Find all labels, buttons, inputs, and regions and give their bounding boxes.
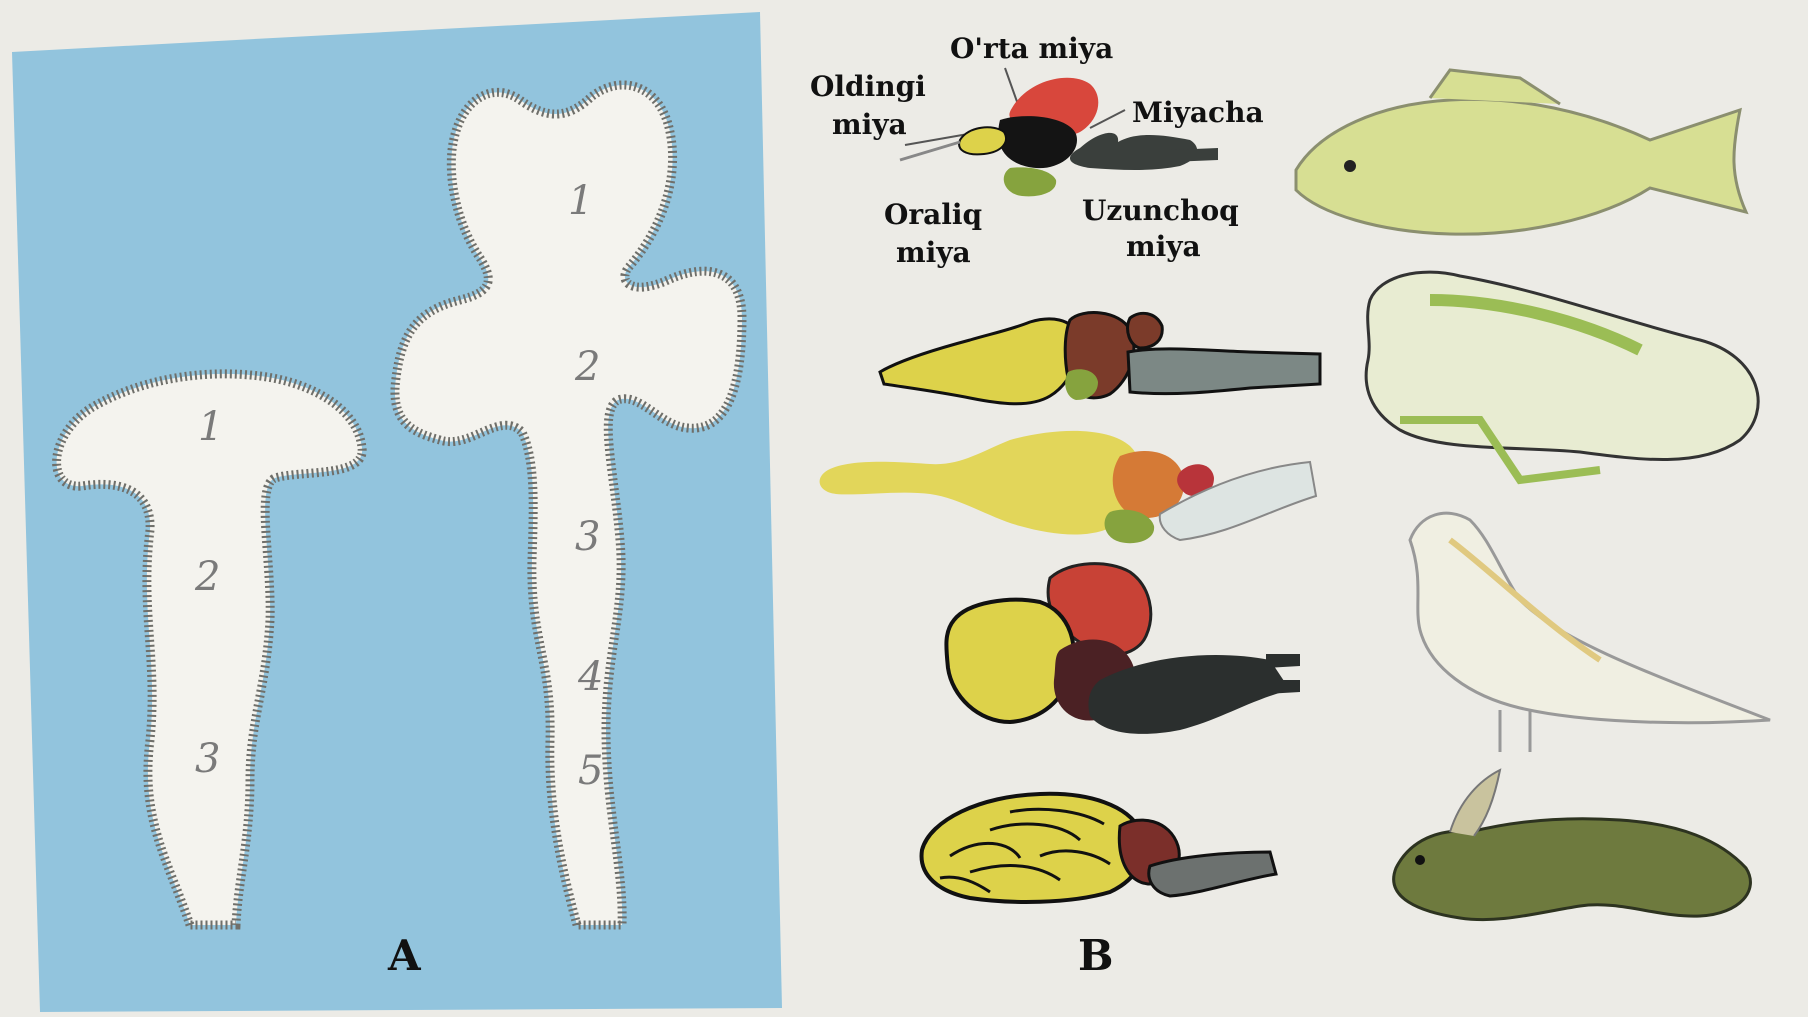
panel-b: O'rta miya Oldingi miya Miyacha Oraliq m… xyxy=(810,32,1770,980)
rabbit-illustration xyxy=(1394,770,1751,920)
label-oldingi-line1: Oldingi xyxy=(810,70,926,103)
label-uzunchoq-line1: Uzunchoq xyxy=(1082,194,1239,227)
label-uzunchoq-line2: miya xyxy=(1126,230,1201,263)
label-orta-miya: O'rta miya xyxy=(950,32,1113,65)
label-oldingi-line2: miya xyxy=(832,108,907,141)
label-oraliq-line2: miya xyxy=(896,236,971,269)
panel-b-letter: B xyxy=(1078,931,1114,980)
reptile-brain xyxy=(820,431,1316,543)
mammal-brain xyxy=(922,794,1276,902)
bird-illustration xyxy=(1410,513,1770,752)
stage1-number-3: 3 xyxy=(195,736,220,782)
stage2-number-2: 2 xyxy=(574,344,600,390)
label-oraliq-line1: Oraliq xyxy=(884,198,982,231)
panel-a: 1 2 3 1 2 3 4 5 A xyxy=(12,12,782,1012)
label-miyacha: Miyacha xyxy=(1132,96,1264,129)
fish-illustration xyxy=(1296,70,1746,234)
stage2-number-1: 1 xyxy=(568,178,593,224)
frog-illustration xyxy=(1366,272,1758,480)
frog-brain xyxy=(880,313,1320,404)
stage2-number-3: 3 xyxy=(575,514,600,560)
stage1-number-2: 2 xyxy=(194,554,220,600)
rabbit-eye-icon xyxy=(1415,855,1425,865)
fish-eye-icon xyxy=(1344,160,1356,172)
stage1-number-1: 1 xyxy=(198,404,223,450)
panel-a-letter: A xyxy=(387,931,422,980)
stage2-number-5: 5 xyxy=(578,748,603,794)
stage2-number-4: 4 xyxy=(577,654,603,700)
bird-brain xyxy=(946,564,1300,734)
